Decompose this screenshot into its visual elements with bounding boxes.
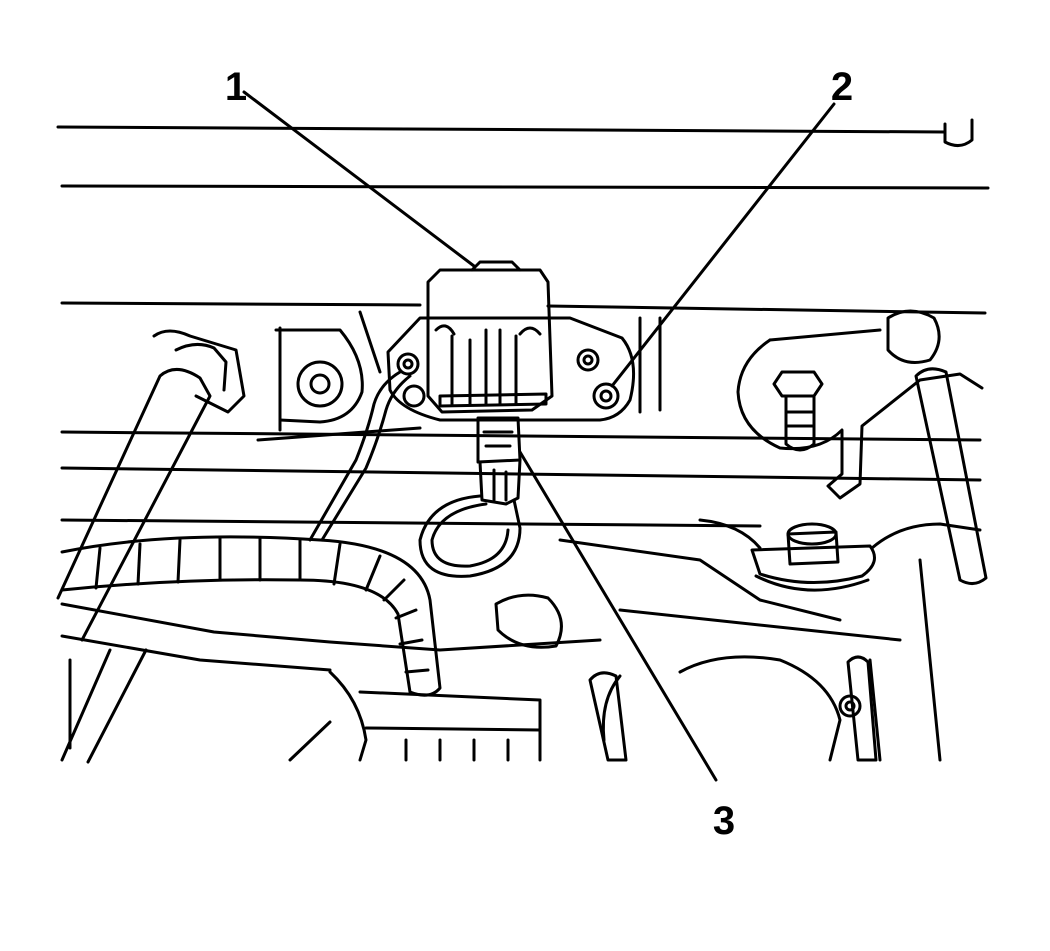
- mounting-ear-left: [274, 328, 364, 424]
- callout-3-label: 3: [713, 799, 735, 843]
- left-hose: [56, 329, 246, 642]
- bracket-rail: [60, 301, 987, 528]
- lower-structure: [60, 518, 982, 764]
- crossmember-upper: [56, 118, 990, 190]
- sensor-fastener-left: [396, 352, 426, 408]
- flange-stud: [750, 522, 876, 592]
- electrical-connector: [476, 416, 522, 506]
- wiring-harness: [60, 535, 442, 697]
- callout-2-label: 2: [831, 65, 853, 109]
- callout-2-leader: [610, 102, 836, 388]
- callout-1-label: 1: [225, 65, 247, 109]
- sensor-mounting-plate: [386, 316, 636, 422]
- ground-wire: [308, 370, 412, 542]
- callout-1-leader: [242, 90, 476, 268]
- sensor-module: [426, 260, 554, 414]
- leader-lines: [242, 90, 836, 782]
- stud-nut: [772, 370, 824, 452]
- right-bracket: [736, 328, 984, 500]
- wire-loop: [418, 494, 522, 578]
- lower-posts: [588, 655, 878, 762]
- right-rod: [886, 309, 988, 585]
- sensor-fastener-right: [576, 348, 620, 410]
- callout-3-leader: [518, 450, 718, 782]
